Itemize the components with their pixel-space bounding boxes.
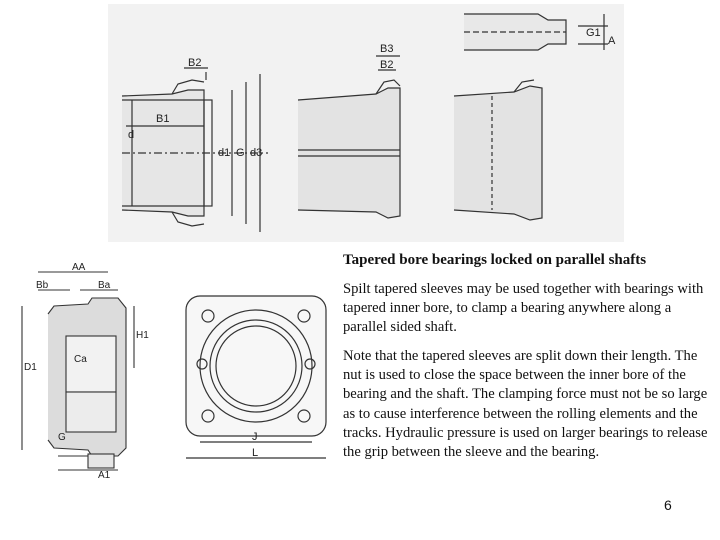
label-j: J bbox=[252, 431, 258, 443]
label-b3: B3 bbox=[380, 43, 393, 55]
paragraph-sleeves: Spilt tapered sleeves may be used togeth… bbox=[343, 281, 704, 336]
label-a: A bbox=[608, 35, 616, 47]
label-a1: A1 bbox=[98, 470, 111, 480]
housing-section-drawing: AA Bb Ba H1 D1 Ca G A1 bbox=[18, 258, 166, 480]
label-d: d bbox=[128, 129, 134, 141]
slide-title: Tapered bore bearings locked on parallel… bbox=[343, 252, 647, 268]
label-d3: d3 bbox=[250, 147, 262, 159]
paragraph-note: Note that the tapered sleeves are split … bbox=[343, 348, 708, 461]
label-ca: Ca bbox=[74, 354, 87, 365]
label-d1-left: D1 bbox=[24, 362, 37, 373]
label-g1: G1 bbox=[586, 27, 601, 39]
label-bb: Bb bbox=[36, 280, 49, 291]
label-g-left: G bbox=[58, 432, 66, 443]
page-number: 6 bbox=[664, 497, 672, 513]
label-b1: B1 bbox=[156, 113, 169, 125]
label-l: L bbox=[252, 447, 258, 459]
label-g: G bbox=[236, 147, 245, 159]
label-aa: AA bbox=[72, 262, 86, 273]
label-b2: B2 bbox=[188, 57, 201, 69]
label-h1: H1 bbox=[136, 330, 149, 341]
tapered-sleeve-drawing: B2 B1 d d1 G d3 B3 B2 G1 A bbox=[108, 4, 624, 242]
flange-housing-drawing: J L bbox=[176, 290, 336, 472]
label-ba: Ba bbox=[98, 280, 111, 291]
label-b2-mid: B2 bbox=[380, 59, 393, 71]
label-d1: d1 bbox=[218, 147, 230, 159]
